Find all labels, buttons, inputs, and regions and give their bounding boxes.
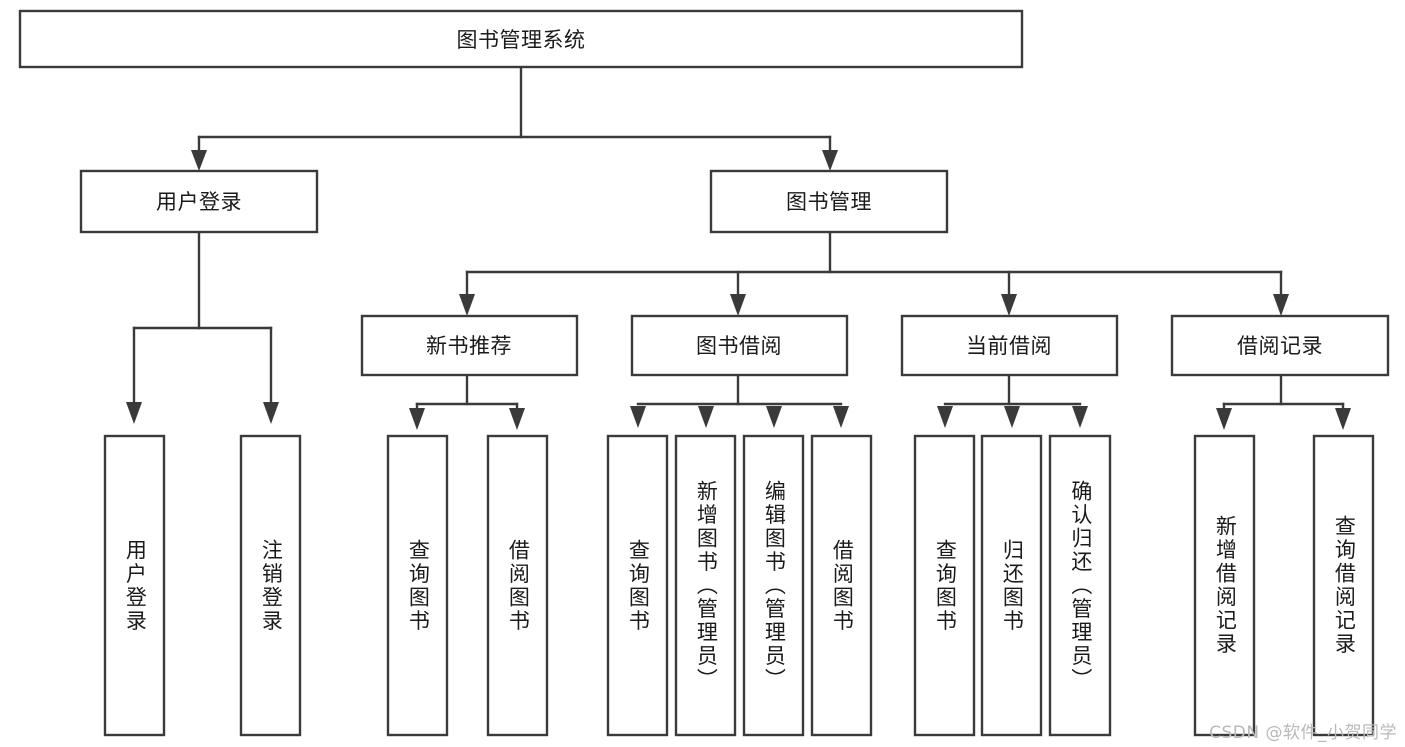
- node-book-mgmt[interactable]: 图书管理: [709, 169, 949, 234]
- arrow-head-leaf-query-book-1: [409, 408, 425, 430]
- arrow-head-leaf-edit-book: [766, 406, 782, 428]
- arrow-head-leaf-query-book-3: [937, 406, 953, 428]
- leaf-borrow-book-1-box[interactable]: [486, 434, 549, 737]
- arrow-head-leaf-borrow-book-1: [509, 408, 525, 430]
- arrow-head-to-book-mgmt: [822, 150, 838, 171]
- node-current-borrow[interactable]: 当前借阅: [900, 314, 1119, 377]
- arrow-head-leaf-add-book: [698, 406, 714, 428]
- node-root[interactable]: 图书管理系统: [18, 9, 1024, 69]
- connector-group-user-login: [126, 230, 279, 424]
- arrow-head-book-borrow: [730, 294, 746, 316]
- leaf-return-book-box[interactable]: [980, 434, 1043, 737]
- leaf-query-record-box[interactable]: [1312, 434, 1375, 737]
- arrow-head-new-book-rec: [459, 294, 475, 316]
- arrow-head-to-user-login: [191, 150, 207, 171]
- node-new-book-rec-box[interactable]: [360, 314, 579, 377]
- arrow-head-leaf-borrow-book-2: [833, 406, 849, 428]
- node-user-login[interactable]: 用户登录: [79, 169, 319, 234]
- node-book-mgmt-box[interactable]: [709, 169, 949, 234]
- node-current-borrow-label: 当前借阅: [966, 334, 1052, 358]
- connector-group-borrow-record: [1216, 373, 1351, 430]
- node-book-mgmt-label: 图书管理: [786, 190, 872, 214]
- connector-group-book-borrow: [630, 373, 849, 428]
- connector-group-root: [191, 65, 838, 171]
- connector-group-book-mgmt: [459, 230, 1289, 316]
- node-new-book-rec[interactable]: 新书推荐: [360, 314, 579, 377]
- node-borrow-record[interactable]: 借阅记录: [1170, 314, 1390, 377]
- leaf-add-book-box[interactable]: [674, 434, 737, 737]
- node-borrow-record-label: 借阅记录: [1237, 334, 1323, 358]
- arrow-head-leaf-user-login: [126, 402, 142, 424]
- arrow-head-leaf-confirm-return: [1072, 406, 1088, 428]
- arrow-head-leaf-query-record: [1335, 408, 1351, 430]
- arrow-head-leaf-return-book: [1004, 406, 1020, 428]
- leaf-query-book-2-box[interactable]: [606, 434, 669, 737]
- leaf-confirm-return-box[interactable]: [1048, 434, 1112, 737]
- connector-group-new-book-rec: [409, 373, 525, 430]
- csdn-watermark: CSDN @软件_小贺同学: [1209, 723, 1397, 743]
- arrow-head-current-borrow: [1001, 294, 1017, 316]
- leaf-add-record-box[interactable]: [1193, 434, 1256, 737]
- leaf-query-book-3-box[interactable]: [913, 434, 976, 737]
- node-borrow-record-box[interactable]: [1170, 314, 1390, 377]
- node-book-borrow-box[interactable]: [630, 314, 849, 377]
- node-current-borrow-box[interactable]: [900, 314, 1119, 377]
- arrow-head-borrow-record: [1273, 294, 1289, 316]
- leaf-query-book-1-box[interactable]: [386, 434, 449, 737]
- node-user-login-label: 用户登录: [156, 190, 242, 214]
- connector-group-current-borrow: [937, 373, 1088, 428]
- node-user-login-box[interactable]: [79, 169, 319, 234]
- leaf-box-group: [103, 434, 1375, 737]
- node-new-book-rec-label: 新书推荐: [426, 334, 512, 358]
- node-root-label: 图书管理系统: [457, 28, 586, 52]
- node-book-borrow-label: 图书借阅: [696, 334, 782, 358]
- node-book-borrow[interactable]: 图书借阅: [630, 314, 849, 377]
- arrow-head-leaf-logout-login: [263, 402, 279, 424]
- leaf-logout-login-box[interactable]: [239, 434, 302, 737]
- leaf-user-login-box[interactable]: [103, 434, 166, 737]
- arrow-head-leaf-add-record: [1216, 408, 1232, 430]
- leaf-borrow-book-2-box[interactable]: [810, 434, 873, 737]
- arrow-head-leaf-query-book-2: [630, 406, 646, 428]
- leaf-edit-book-box[interactable]: [742, 434, 805, 737]
- node-root-box[interactable]: [18, 9, 1024, 69]
